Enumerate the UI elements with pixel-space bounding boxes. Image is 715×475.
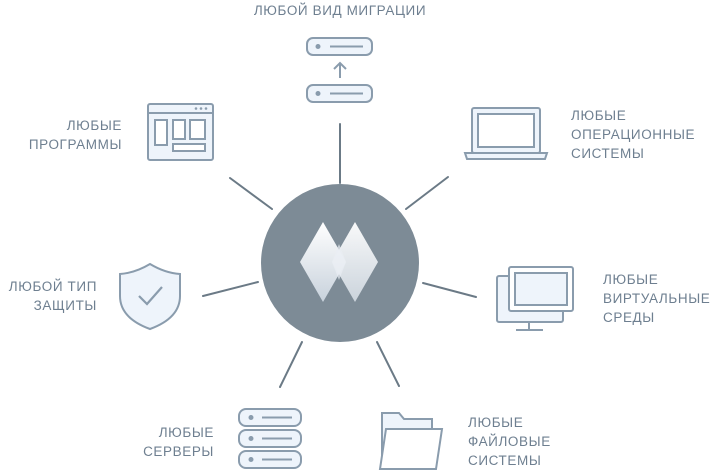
label-virtual-line-2: ВИРТУАЛЬНЫЕ	[603, 291, 711, 306]
label-os-line-3: СИСТЕМЫ	[571, 146, 645, 161]
diamond-logo-icon	[300, 222, 378, 302]
server-migration-icon	[306, 37, 373, 103]
label-filesystems-line-2: ФАЙЛОВЫЕ	[468, 434, 551, 449]
label-programs-line-2: ПРОГРАММЫ	[28, 137, 122, 152]
label-os-line-2: ОПЕРАЦИОННЫЕ	[571, 127, 696, 142]
label-migration-line-1: ЛЮБОЙ ВИД МИГРАЦИИ	[253, 3, 427, 18]
label-filesystems-line-1: ЛЮБЫЕ	[468, 415, 524, 430]
label-filesystems: ЛЮБЫЕ ФАЙЛОВЫЕ СИСТЕМЫ	[468, 413, 588, 470]
label-virtual: ЛЮБЫЕ ВИРТУАЛЬНЫЕ СРЕДЫ	[603, 270, 715, 327]
label-servers-line-1: ЛЮБЫЕ	[158, 425, 214, 440]
server-stack-icon	[238, 408, 302, 469]
label-programs: ЛЮБЫЕ ПРОГРАММЫ	[22, 116, 122, 154]
connector-filesystems	[376, 341, 400, 387]
label-migration: ЛЮБОЙ ВИД МИГРАЦИИ	[230, 1, 450, 20]
connector-servers	[279, 341, 303, 388]
label-protection: ЛЮБОЙ ТИП ЗАЩИТЫ	[0, 277, 97, 315]
label-servers-line-2: СЕРВЕРЫ	[143, 444, 214, 459]
connector-programs	[229, 177, 273, 210]
label-protection-line-2: ЗАЩИТЫ	[33, 298, 97, 313]
shield-check-icon	[119, 262, 181, 331]
label-protection-line-1: ЛЮБОЙ ТИП	[8, 279, 97, 294]
label-os-line-1: ЛЮБЫЕ	[571, 108, 627, 123]
connector-protection	[202, 281, 259, 297]
folder-icon	[378, 412, 444, 470]
label-servers: ЛЮБЫЕ СЕРВЕРЫ	[112, 423, 214, 461]
connector-os	[405, 176, 449, 210]
label-virtual-line-3: СРЕДЫ	[603, 310, 655, 325]
dual-monitor-icon	[496, 266, 574, 331]
label-programs-line-1: ЛЮБЫЕ	[66, 118, 122, 133]
label-filesystems-line-3: СИСТЕМЫ	[468, 453, 542, 468]
label-os: ЛЮБЫЕ ОПЕРАЦИОННЫЕ СИСТЕМЫ	[571, 106, 711, 163]
application-window-icon	[147, 103, 214, 161]
laptop-icon	[463, 107, 549, 160]
connector-virtual	[422, 282, 477, 298]
label-virtual-line-1: ЛЮБЫЕ	[603, 272, 659, 287]
